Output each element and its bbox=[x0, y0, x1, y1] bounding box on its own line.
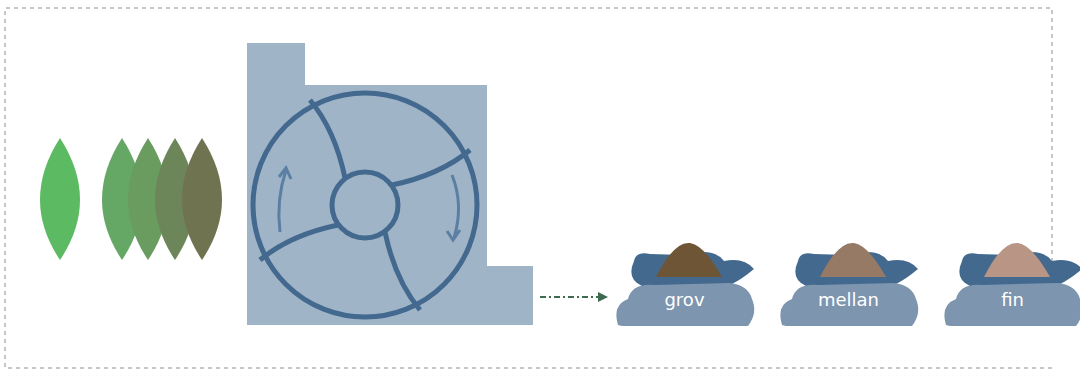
frame-border bbox=[5, 8, 1052, 368]
leaf bbox=[40, 138, 80, 260]
output-arrow bbox=[540, 292, 608, 302]
pile-label: fin bbox=[940, 289, 1080, 311]
pile-shape bbox=[984, 243, 1050, 277]
pile-shape bbox=[820, 243, 886, 277]
pile-outline bbox=[776, 243, 921, 328]
material-pile: mellan bbox=[776, 243, 921, 328]
rotor bbox=[253, 93, 477, 317]
pile-outline bbox=[612, 243, 757, 328]
pile-label: mellan bbox=[776, 289, 921, 311]
rotation-arrow bbox=[279, 168, 460, 240]
material-pile: grov bbox=[612, 243, 757, 328]
leaf bbox=[182, 138, 222, 260]
material-pile: fin bbox=[940, 243, 1080, 328]
pile-outline bbox=[940, 243, 1080, 328]
machine-body bbox=[247, 43, 533, 325]
pile-label: grov bbox=[612, 289, 757, 311]
pile-shape bbox=[656, 243, 722, 277]
